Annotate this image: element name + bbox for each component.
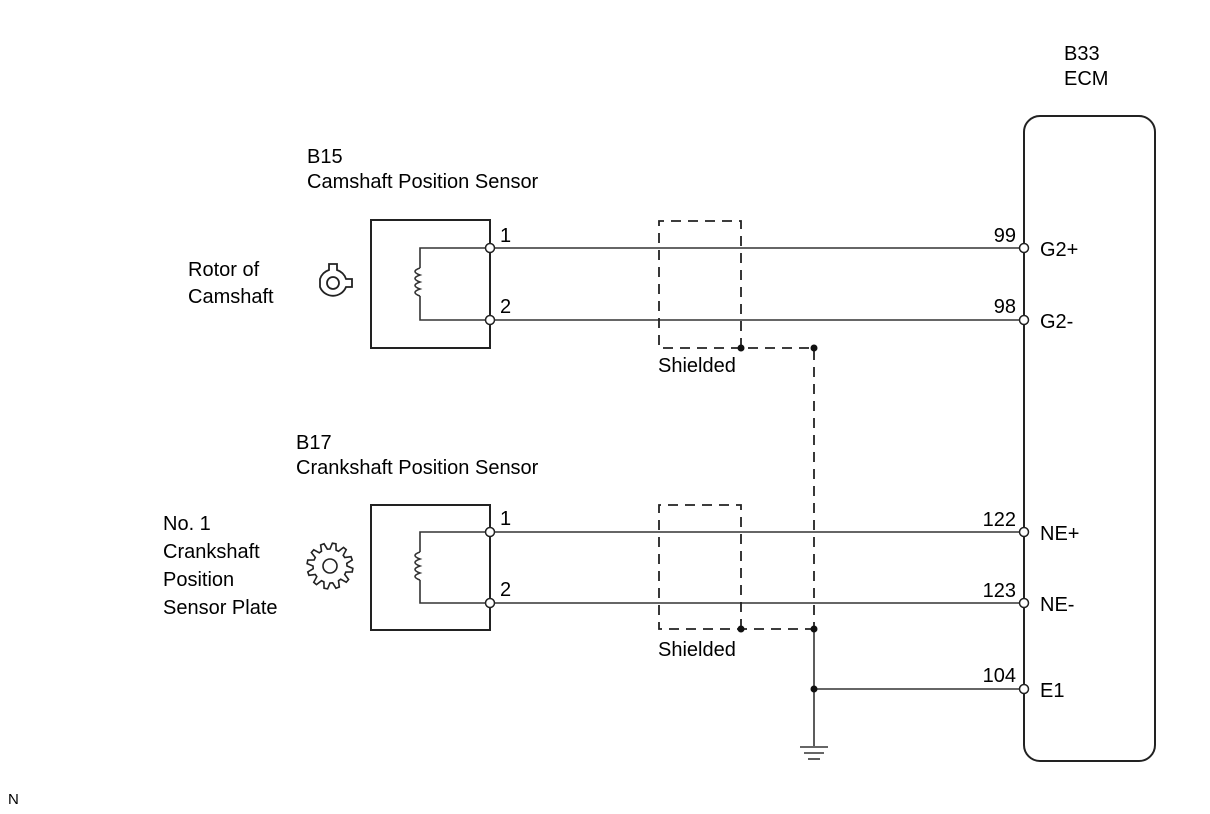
crank-sensor-pin-2 [484, 597, 496, 609]
crank-sensor-pin-1 [484, 526, 496, 538]
cam-pin-1-label: 1 [500, 225, 511, 247]
cam-sensor-pin-2 [484, 314, 496, 326]
crank-sensor-code: B17 [296, 432, 332, 454]
crank-shield-label: Shielded [658, 639, 736, 661]
ground-icon [800, 746, 828, 760]
cam-wire-shield [658, 220, 815, 629]
cam-sensor-name: Camshaft Position Sensor [307, 171, 539, 193]
terminal-number-99: 99 [994, 225, 1016, 247]
crank-shield-drain-junction [810, 625, 818, 633]
crank-target-label-line-4: Sensor Plate [163, 597, 278, 619]
crank-pin-2-label: 2 [500, 579, 511, 601]
ecm-terminal-98 [1018, 314, 1030, 326]
crank-target-label-line-3: Position [163, 569, 234, 591]
ecm-terminal-123 [1018, 597, 1030, 609]
cam-shield-junction [737, 344, 745, 352]
terminal-number-104: 104 [983, 665, 1016, 687]
terminal-signal-g2-minus: G2- [1040, 311, 1073, 333]
cam-sensor-pin-1 [484, 242, 496, 254]
cam-shield-drain-junction [810, 344, 818, 352]
crankshaft-sensor-plate-icon [306, 542, 354, 590]
crank-sensor-name: Crankshaft Position Sensor [296, 457, 539, 479]
ecm-name: ECM [1064, 68, 1108, 90]
cam-sensor-box [370, 219, 491, 349]
crank-sensor-box [370, 504, 491, 631]
terminal-signal-ne-plus: NE+ [1040, 523, 1079, 545]
crank-target-label-line-1: No. 1 [163, 513, 211, 535]
crank-coil-icon [414, 531, 490, 604]
ecm-terminal-99 [1018, 242, 1030, 254]
crank-target-label-line-2: Crankshaft [163, 541, 260, 563]
cam-target-label-line-2: Camshaft [188, 286, 274, 308]
crank-pin-1-label: 1 [500, 508, 511, 530]
ground-junction [810, 685, 818, 693]
cam-target-label-line-1: Rotor of [188, 259, 260, 281]
terminal-number-122: 122 [983, 509, 1016, 531]
terminal-signal-e1: E1 [1040, 680, 1064, 702]
crank-wire-shield [658, 504, 814, 630]
camshaft-rotor-icon [319, 263, 353, 297]
terminal-signal-g2-plus: G2+ [1040, 239, 1078, 261]
terminal-number-123: 123 [983, 580, 1016, 602]
ecm-box [1023, 115, 1156, 762]
terminal-signal-ne-minus: NE- [1040, 594, 1074, 616]
crank-shield-junction [737, 625, 745, 633]
ecm-terminal-104 [1018, 683, 1030, 695]
footer-code: N [8, 791, 19, 808]
ecm-code: B33 [1064, 43, 1100, 65]
cam-sensor-code: B15 [307, 146, 343, 168]
cam-pin-2-label: 2 [500, 296, 511, 318]
ecm-terminal-122 [1018, 526, 1030, 538]
cam-shield-label: Shielded [658, 355, 736, 377]
terminal-number-98: 98 [994, 296, 1016, 318]
cam-coil-icon [414, 247, 490, 321]
